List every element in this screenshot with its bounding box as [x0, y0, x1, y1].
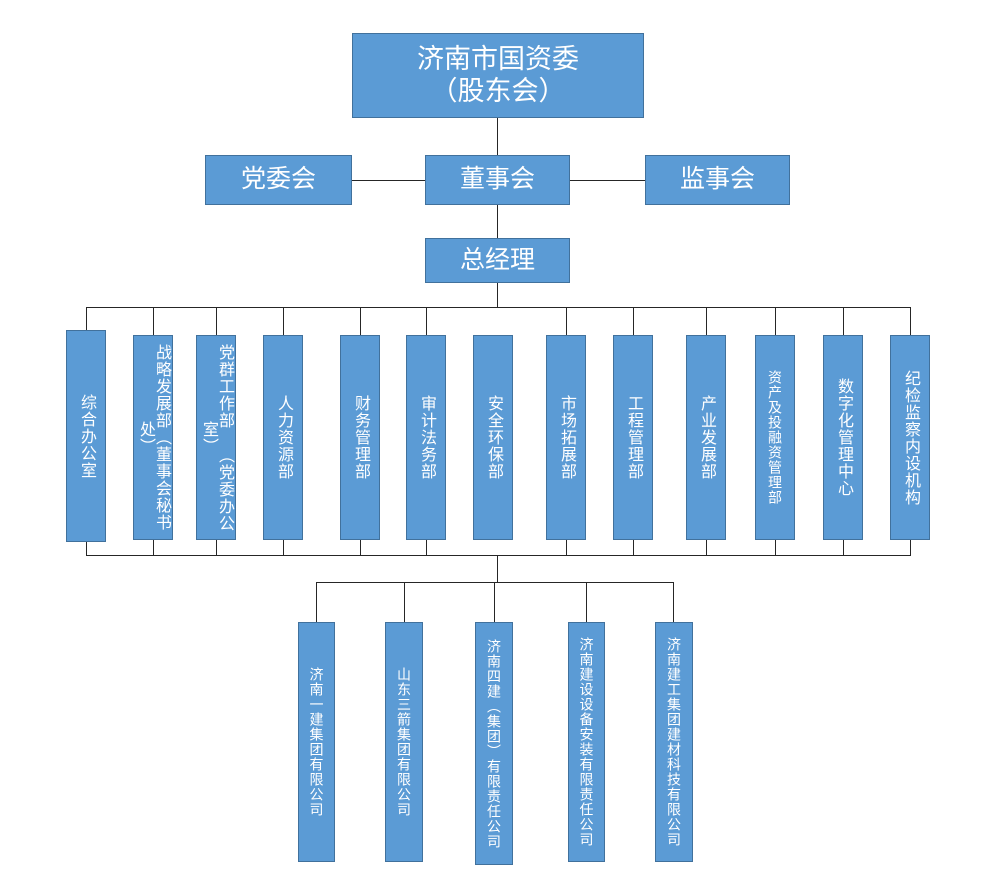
- node-department-10[interactable]: 产业发展部: [686, 335, 726, 540]
- connector-dept-stub-bottom: [566, 540, 567, 556]
- node-department-3[interactable]: 党群工作部 （党委办公室）: [196, 335, 236, 540]
- connector-root-to-board: [497, 118, 498, 155]
- connector-dept-stub: [216, 307, 217, 335]
- node-subsidiary-1[interactable]: 济南一建集团有限公司: [298, 622, 335, 862]
- node-department-8[interactable]: 市场拓展部: [546, 335, 586, 540]
- node-root-sasac[interactable]: 济南市国资委 （股东会）: [352, 33, 644, 118]
- node-department-13[interactable]: 纪检监察内设机构: [890, 335, 930, 540]
- connector-dept-stub-bottom: [216, 540, 217, 556]
- node-party-committee[interactable]: 党委会: [205, 155, 352, 205]
- connector-subsidiary-bus: [316, 582, 674, 583]
- node-department-2[interactable]: 战略发展部（董事会秘书处）: [133, 335, 173, 540]
- connector-dept-stub: [843, 307, 844, 335]
- node-general-manager[interactable]: 总经理: [425, 238, 570, 283]
- connector-dept-bus-bottom: [86, 555, 910, 556]
- connector-dept-stub: [360, 307, 361, 335]
- connector-dept-stub: [910, 307, 911, 335]
- connector-dept-stub: [633, 307, 634, 335]
- connector-subsidiary-stub: [404, 582, 405, 622]
- connector-dept-stub-bottom: [843, 540, 844, 556]
- connector-subsidiary-stub: [494, 582, 495, 622]
- connector-gm-to-dept-bus: [497, 283, 498, 307]
- connector-dept-stub: [775, 307, 776, 335]
- connector-dept-stub-bottom: [86, 542, 87, 556]
- node-subsidiary-5[interactable]: 济南建工集团建材科技有限公司: [655, 622, 693, 862]
- connector-board-to-gm: [497, 205, 498, 238]
- connector-dept-stub-bottom: [633, 540, 634, 556]
- node-department-5[interactable]: 财务管理部: [340, 335, 380, 540]
- node-root-line1: 济南市国资委: [417, 43, 579, 74]
- node-department-6[interactable]: 审计法务部: [406, 335, 446, 540]
- node-department-7[interactable]: 安全环保部: [473, 335, 513, 540]
- node-subsidiary-2[interactable]: 山东三箭集团有限公司: [385, 622, 423, 862]
- connector-dept-stub-bottom: [775, 540, 776, 556]
- connector-dept-stub: [283, 307, 284, 335]
- node-department-11[interactable]: 资产及投融资管理部: [755, 335, 795, 540]
- connector-dept-stub: [153, 307, 154, 335]
- node-subsidiary-3[interactable]: 济南四建（集团）有限责任公司: [475, 622, 513, 865]
- connector-dept-stub-bottom: [706, 540, 707, 556]
- connector-dept-stub-bottom: [910, 540, 911, 556]
- connector-dept-stub: [86, 307, 87, 335]
- node-supervisory-board[interactable]: 监事会: [645, 155, 790, 205]
- connector-subsidiary-stub: [586, 582, 587, 622]
- node-department-12[interactable]: 数字化管理中心: [823, 335, 863, 540]
- connector-dept-stub: [426, 307, 427, 335]
- connector-dept-stub-bottom: [153, 540, 154, 556]
- node-department-4[interactable]: 人力资源部: [263, 335, 303, 540]
- node-root-line2: （股东会）: [430, 75, 566, 106]
- node-department-1[interactable]: 综合办公室: [66, 330, 106, 542]
- connector-dept-stub-bottom: [426, 540, 427, 556]
- node-department-9[interactable]: 工程管理部: [613, 335, 653, 540]
- connector-dept-to-subsidiary: [497, 555, 498, 582]
- node-subsidiary-4[interactable]: 济南建设设备安装有限责任公司: [568, 622, 605, 862]
- connector-dept-bus-top: [86, 307, 910, 308]
- connector-subsidiary-stub: [673, 582, 674, 622]
- connector-dept-stub: [706, 307, 707, 335]
- connector-dept-stub-bottom: [360, 540, 361, 556]
- connector-dept-stub: [566, 307, 567, 335]
- connector-subsidiary-stub: [316, 582, 317, 622]
- node-board-of-directors[interactable]: 董事会: [425, 155, 570, 205]
- connector-dept-stub-bottom: [283, 540, 284, 556]
